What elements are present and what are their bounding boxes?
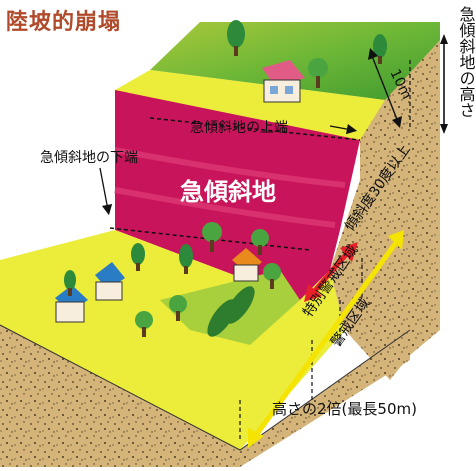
tree-icon — [202, 222, 222, 252]
tree-icon — [308, 58, 328, 88]
tree-icon — [64, 270, 76, 296]
tree-icon — [169, 295, 187, 321]
tree-icon — [179, 244, 193, 274]
height-vertical-label: 急傾斜地の高さ — [457, 6, 476, 118]
tree-icon — [131, 243, 145, 271]
plateau-green — [150, 22, 440, 100]
slope-area-label: 急傾斜地 — [180, 178, 276, 206]
slope-stripe-1 — [114, 147, 346, 188]
house-icon — [232, 248, 262, 282]
house-icon — [95, 262, 125, 301]
lower-edge-pointer — [99, 167, 113, 216]
bottom-measure-label: 高さの2倍(最長50m) — [272, 400, 417, 418]
house-top-icon — [262, 60, 305, 103]
front-soil-right — [240, 330, 410, 467]
tree-icon — [227, 20, 245, 56]
lower-block-edge — [0, 324, 411, 451]
ten-m-arrow — [368, 48, 402, 128]
upper-edge-dashed — [149, 117, 361, 141]
warning-zone-arrow — [248, 230, 404, 448]
slope-stripe-2 — [114, 187, 336, 228]
tree-icon — [263, 263, 281, 289]
upper-edge-label: 急傾斜地の上端 — [190, 120, 288, 136]
slope-red — [115, 90, 360, 300]
height-arrow — [440, 34, 448, 134]
lower-edge-label: 急傾斜地の下端 — [40, 150, 138, 166]
tree-icon — [135, 311, 153, 337]
special-zone-arrow — [304, 242, 358, 302]
page-title: 陸坡的崩塌 — [6, 10, 122, 35]
house-icon — [55, 285, 88, 323]
upper-edge-pointer — [329, 123, 358, 135]
tree-icon — [251, 229, 269, 255]
front-soil — [0, 325, 240, 467]
hedge-row-icon — [207, 286, 255, 337]
tree-icon — [373, 34, 387, 64]
